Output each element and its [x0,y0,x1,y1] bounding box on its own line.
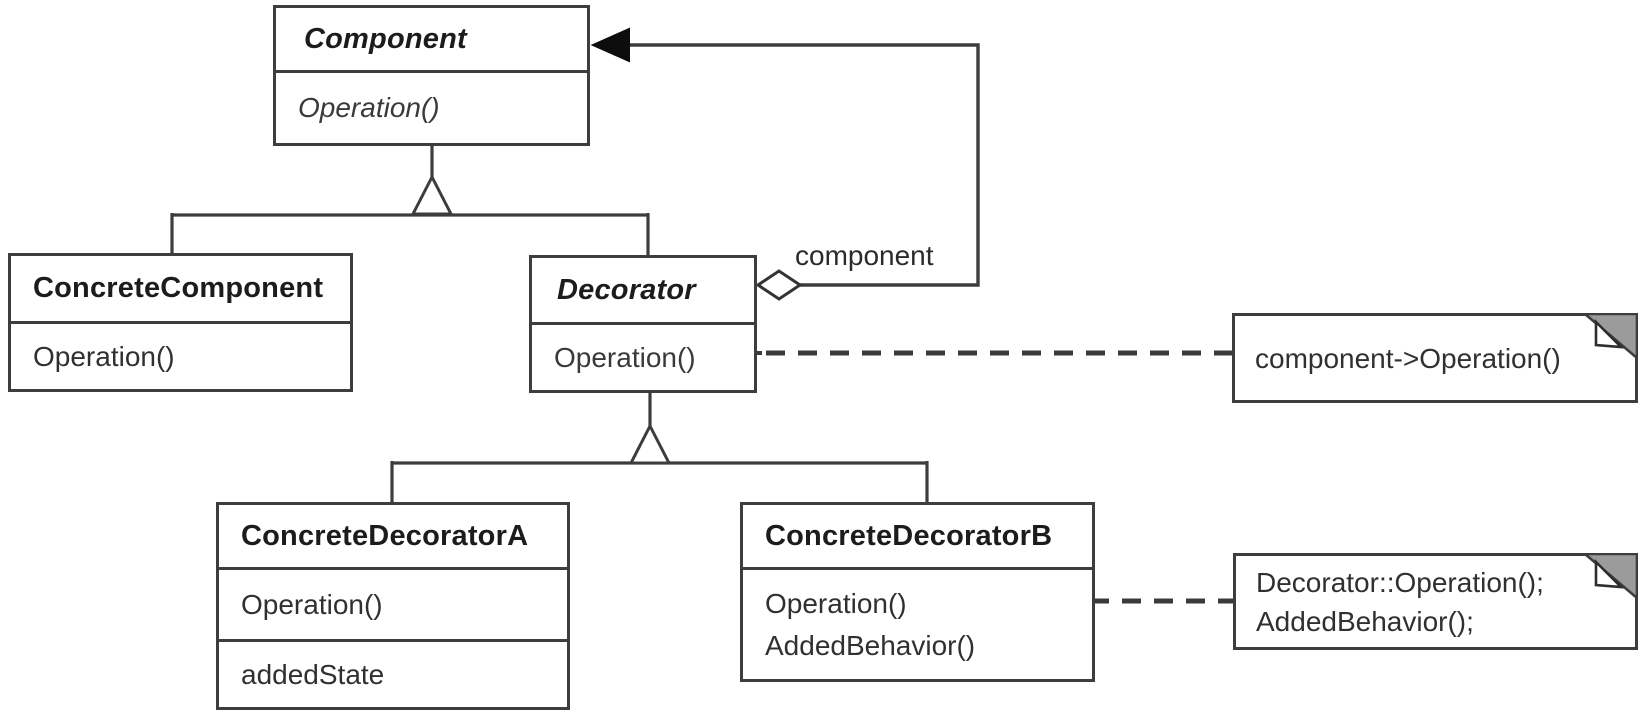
note-text-line1: Decorator::Operation(); [1256,566,1544,598]
class-component-name: Component [276,8,587,73]
method-operation: Operation() [241,588,383,620]
note-fold-icon [1584,313,1638,359]
inheritance-triangle-icon [628,422,672,465]
inheritance-link-component [170,146,650,258]
class-decorator: Decorator Operation() [529,255,757,393]
aggregation-link [620,43,980,287]
method-operation: Operation() [298,92,440,123]
class-decorator-name: Decorator [532,258,754,325]
class-concrete-decorator-a-methods: Operation() [219,570,567,642]
class-concrete-component-methods: Operation() [11,324,350,389]
class-decorator-methods: Operation() [532,325,754,390]
class-concrete-decorator-a-attributes: addedState [219,642,567,707]
attribute-added-state: addedState [241,658,385,690]
note-fold-icon [1584,553,1638,599]
method-operation: Operation() [33,340,175,372]
note-text-line2: AddedBehavior(); [1256,605,1474,637]
class-concrete-component-name: ConcreteComponent [11,256,350,324]
class-component: Component Operation() [273,5,590,146]
navigability-arrow-icon [590,27,630,63]
class-concrete-decorator-a-name: ConcreteDecoratorA [219,505,567,570]
method-operation: Operation() [554,341,696,373]
class-concrete-component: ConcreteComponent Operation() [8,253,353,392]
class-concrete-decorator-b-name: ConcreteDecoratorB [743,505,1092,570]
inheritance-triangle-icon [410,173,454,216]
method-operation: Operation() [765,587,907,619]
aggregation-diamond-icon [755,269,803,301]
class-concrete-decorator-b-methods: Operation() AddedBehavior() [743,570,1092,679]
class-concrete-decorator-a: ConcreteDecoratorA Operation() addedStat… [216,502,570,710]
note-decorator-operation: component->Operation() [1232,313,1638,403]
aggregation-role-label: component [795,240,934,271]
class-concrete-decorator-b: ConcreteDecoratorB Operation() AddedBeha… [740,502,1095,682]
note-text: component->Operation() [1255,342,1561,374]
class-component-methods: Operation() [276,73,587,143]
note-concrete-decorator-b: Decorator::Operation(); AddedBehavior(); [1233,553,1638,650]
method-added-behavior: AddedBehavior() [765,629,976,661]
